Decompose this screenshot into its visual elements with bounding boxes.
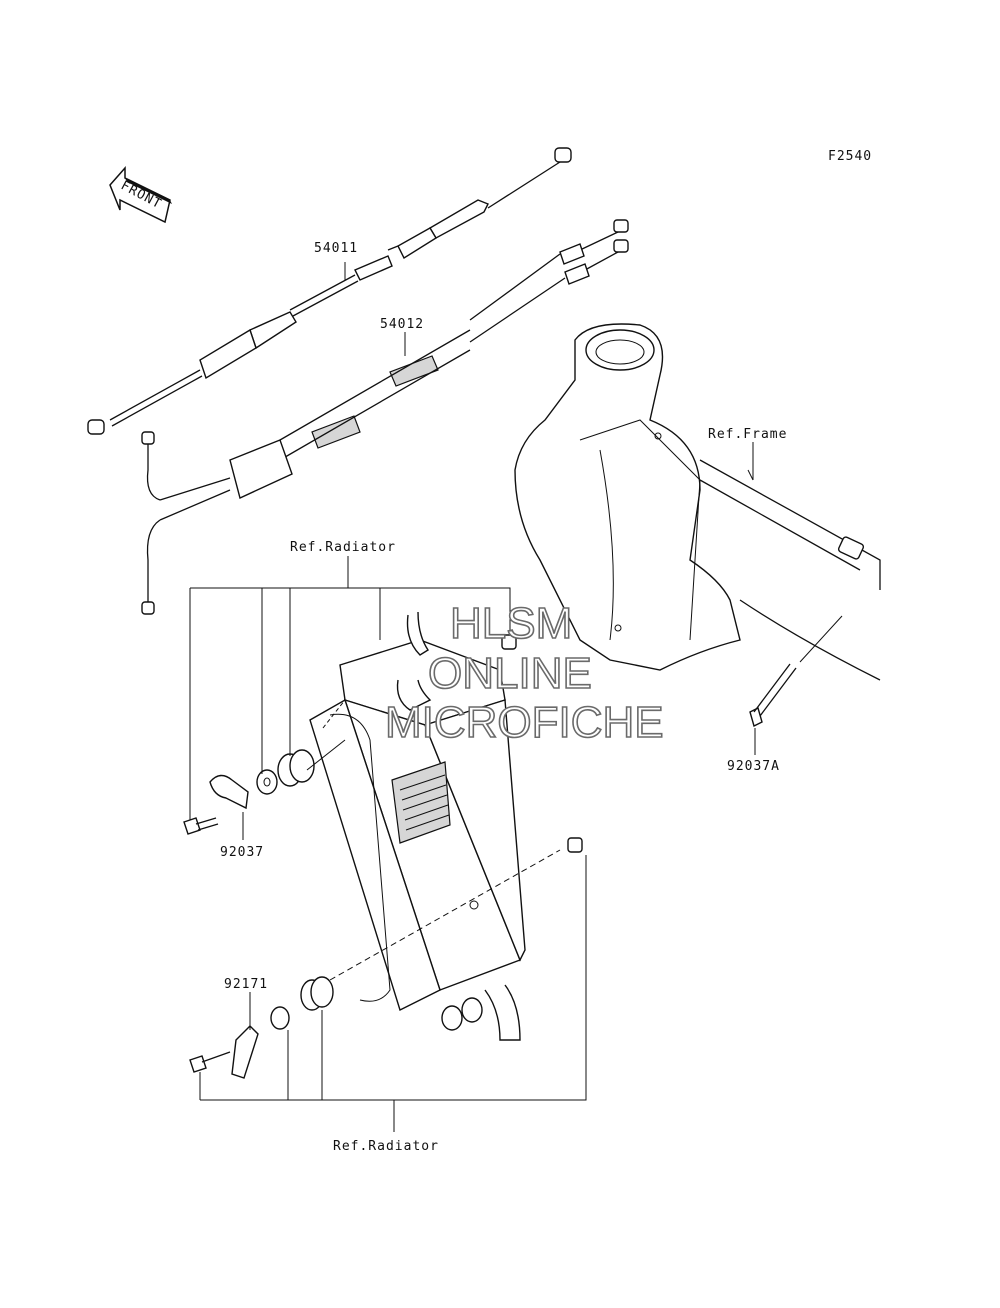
collar-lower-icon xyxy=(567,837,583,853)
part-label-54012[interactable]: 54012 xyxy=(380,317,424,332)
leader-lines xyxy=(189,262,843,1132)
throttle-cable-54011 xyxy=(87,147,572,435)
grommet-upper-icon xyxy=(277,749,315,787)
watermark-line3: MICROFICHE xyxy=(385,698,664,747)
ref-radiator-bottom-label: Ref.Radiator xyxy=(333,1139,439,1154)
hardware-lower xyxy=(189,837,583,1079)
grommet-lower-icon xyxy=(300,976,334,1011)
radiator-grille xyxy=(391,761,451,844)
throttle-cable-54012 xyxy=(141,219,629,615)
hardware-upper xyxy=(183,634,797,835)
frame-reference xyxy=(514,323,881,681)
washer-lower-icon xyxy=(270,1006,290,1030)
ref-radiator-top-label: Ref.Radiator xyxy=(290,540,396,555)
part-label-92037A[interactable]: 92037A xyxy=(727,759,780,774)
clamp-92037-icon xyxy=(209,774,249,810)
bolt-lower-icon xyxy=(189,1051,231,1073)
part-label-92037[interactable]: 92037 xyxy=(220,845,264,860)
bracket-92171-icon xyxy=(231,1025,259,1079)
watermark-line1: HLSM xyxy=(450,599,572,648)
front-arrow-icon: FRONT xyxy=(109,166,172,224)
collar-upper-right-icon xyxy=(501,634,517,650)
watermark: HLSM ONLINE MICROFICHE xyxy=(384,598,664,748)
figure-code: F2540 xyxy=(828,149,872,164)
watermark-line2: ONLINE xyxy=(428,649,592,698)
bolt-upper-icon xyxy=(183,817,219,835)
ref-frame-label: Ref.Frame xyxy=(708,427,787,442)
bolt-92037A-icon xyxy=(749,663,797,728)
washer-upper-icon xyxy=(256,769,278,795)
part-label-54011[interactable]: 54011 xyxy=(314,241,358,256)
radiator-reference xyxy=(309,611,526,1041)
part-label-92171[interactable]: 92171 xyxy=(224,977,268,992)
